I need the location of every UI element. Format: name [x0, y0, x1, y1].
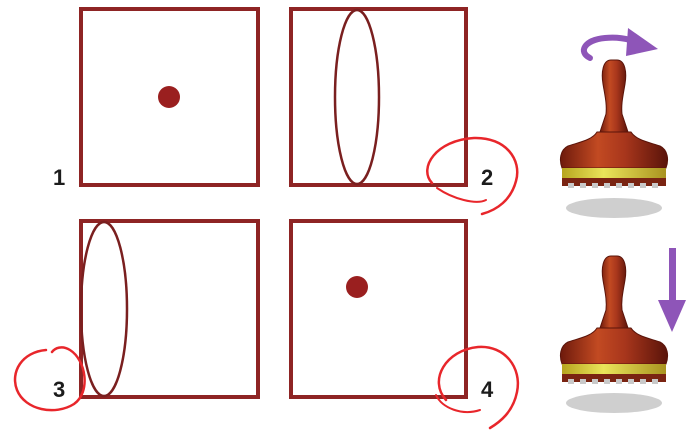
annotation-circle [439, 347, 518, 428]
vertical-ellipse [335, 10, 379, 184]
stamp-icon [560, 256, 667, 384]
panel-frame [81, 221, 258, 397]
annotation-circle [15, 347, 85, 410]
panel-4: 4 [291, 221, 518, 428]
stamp-rotate [560, 28, 667, 218]
panel-number: 3 [53, 377, 65, 402]
annotation-circle-tail [437, 188, 486, 202]
panel-number: 2 [481, 165, 493, 190]
rotate-arrow-head [626, 28, 658, 56]
dot [158, 86, 180, 108]
dot [346, 276, 368, 298]
panel-number: 4 [481, 377, 494, 402]
down-arrow-shaft [669, 248, 676, 303]
down-arrow-icon [658, 300, 686, 332]
stamp-shadow [566, 393, 662, 413]
stamp-press [560, 248, 686, 413]
panel-2: 2 [291, 9, 517, 214]
stamp-shadow [566, 198, 662, 218]
panel-frame [291, 221, 466, 397]
panel-1: 1 [53, 9, 258, 190]
stamp-icon [560, 60, 667, 188]
annotation-circle [427, 138, 517, 214]
rotate-arrow-icon [584, 38, 630, 58]
vertical-ellipse [81, 222, 127, 396]
panel-3: 3 [15, 221, 258, 410]
panel-number: 1 [53, 165, 65, 190]
